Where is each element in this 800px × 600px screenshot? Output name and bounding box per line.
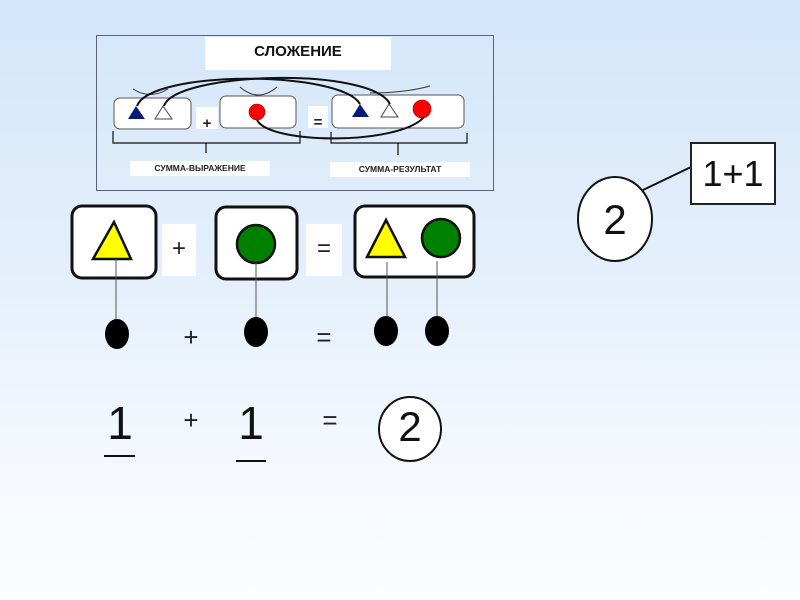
addend1-number: 1 [107,397,133,449]
black-dot-icon [105,319,129,349]
numbers-equals-sign: = [322,405,338,435]
scheme-filled-triangle-icon [128,106,145,119]
result-circle [378,396,442,462]
black-dot-icon [374,316,398,346]
result-number: 2 [398,403,422,450]
expression-brace [112,131,301,153]
result-brace [330,132,468,155]
scheme-outline-triangle-icon [154,105,173,120]
side-result-circle [577,176,653,262]
addend2-number: 1 [238,397,264,449]
side-expression-box: 1+1 [690,142,776,205]
result-yellow-triangle-icon [364,217,408,259]
scheme-link-red-circle [256,116,425,140]
dots-plus-sign: + [183,322,199,352]
scheme-arc [239,86,278,96]
shapes-plus-sign: + [171,235,186,262]
scheme-addend1-box [113,97,192,130]
label-sum-result: СУММА-РЕЗУЛЬТАТ [330,162,470,177]
scheme-plus-sign: + [202,115,212,132]
numbers-plus-sign: + [183,405,199,435]
label-sum-expression: СУММА-ВЫРАЖЕНИЕ [130,161,270,176]
dots-equals-sign: = [316,322,332,352]
addition-scheme-panel [96,35,494,191]
black-dot-icon [425,316,449,346]
scheme-result-box [331,94,465,129]
scheme-title: СЛОЖЕНИЕ [205,37,391,70]
scheme-equals-sign: = [313,114,323,131]
yellow-triangle-icon [90,219,133,261]
side-connector-line [642,166,692,191]
result-green-circle-icon [420,217,462,259]
shapes-equals-sign: = [316,235,331,262]
scheme-result-outline-triangle-icon [380,103,399,118]
black-dot-icon [244,317,268,347]
scheme-result-filled-triangle-icon [352,104,369,117]
side-result-number: 2 [603,196,627,243]
green-circle-icon [235,223,277,265]
scheme-link-outline-triangle [163,76,391,107]
